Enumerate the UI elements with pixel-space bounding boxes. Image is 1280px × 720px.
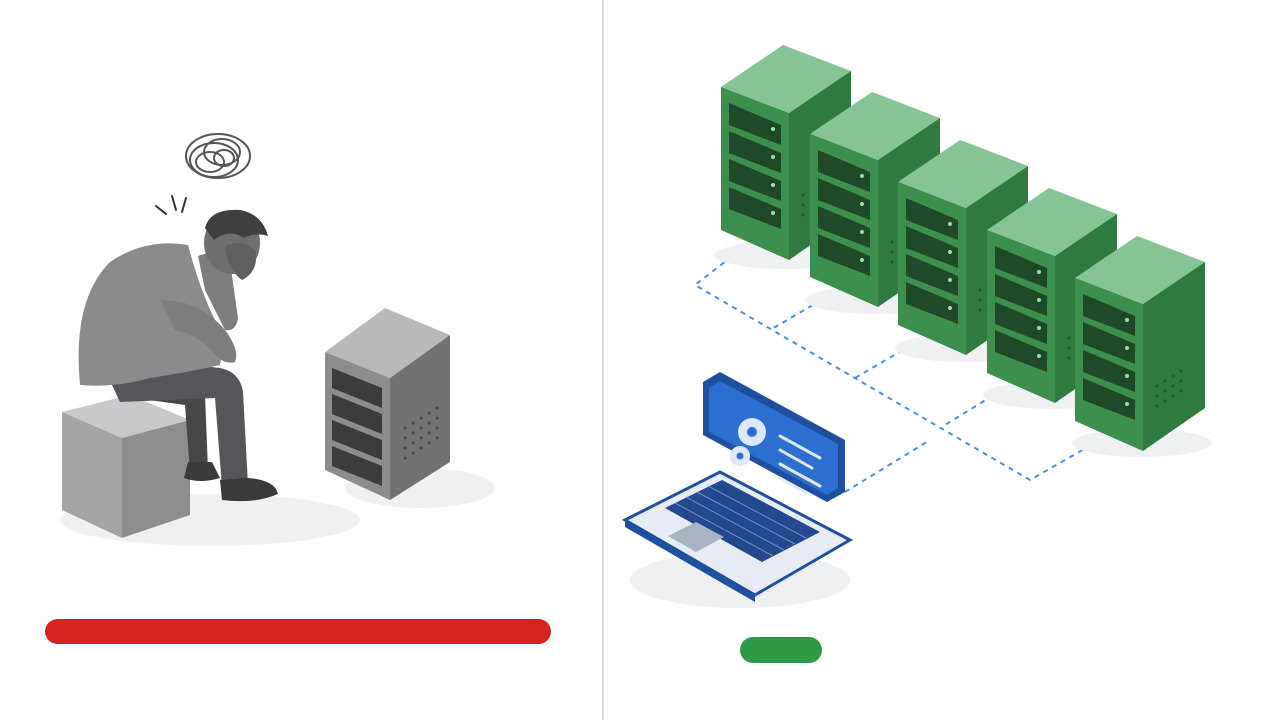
scribble-cloud-icon	[185, 133, 251, 179]
stressed-person-icon	[78, 195, 278, 502]
green-status-bar	[740, 637, 822, 663]
single-server-icon	[325, 308, 450, 500]
left-panel	[60, 133, 495, 546]
panel-divider	[602, 0, 604, 720]
stool-cube	[62, 395, 190, 538]
laptop-gear-icon	[621, 372, 854, 602]
cluster-server-5	[1075, 236, 1205, 451]
right-panel	[621, 45, 1212, 608]
red-status-bar	[45, 619, 551, 644]
server-cluster-icon	[721, 45, 1205, 451]
